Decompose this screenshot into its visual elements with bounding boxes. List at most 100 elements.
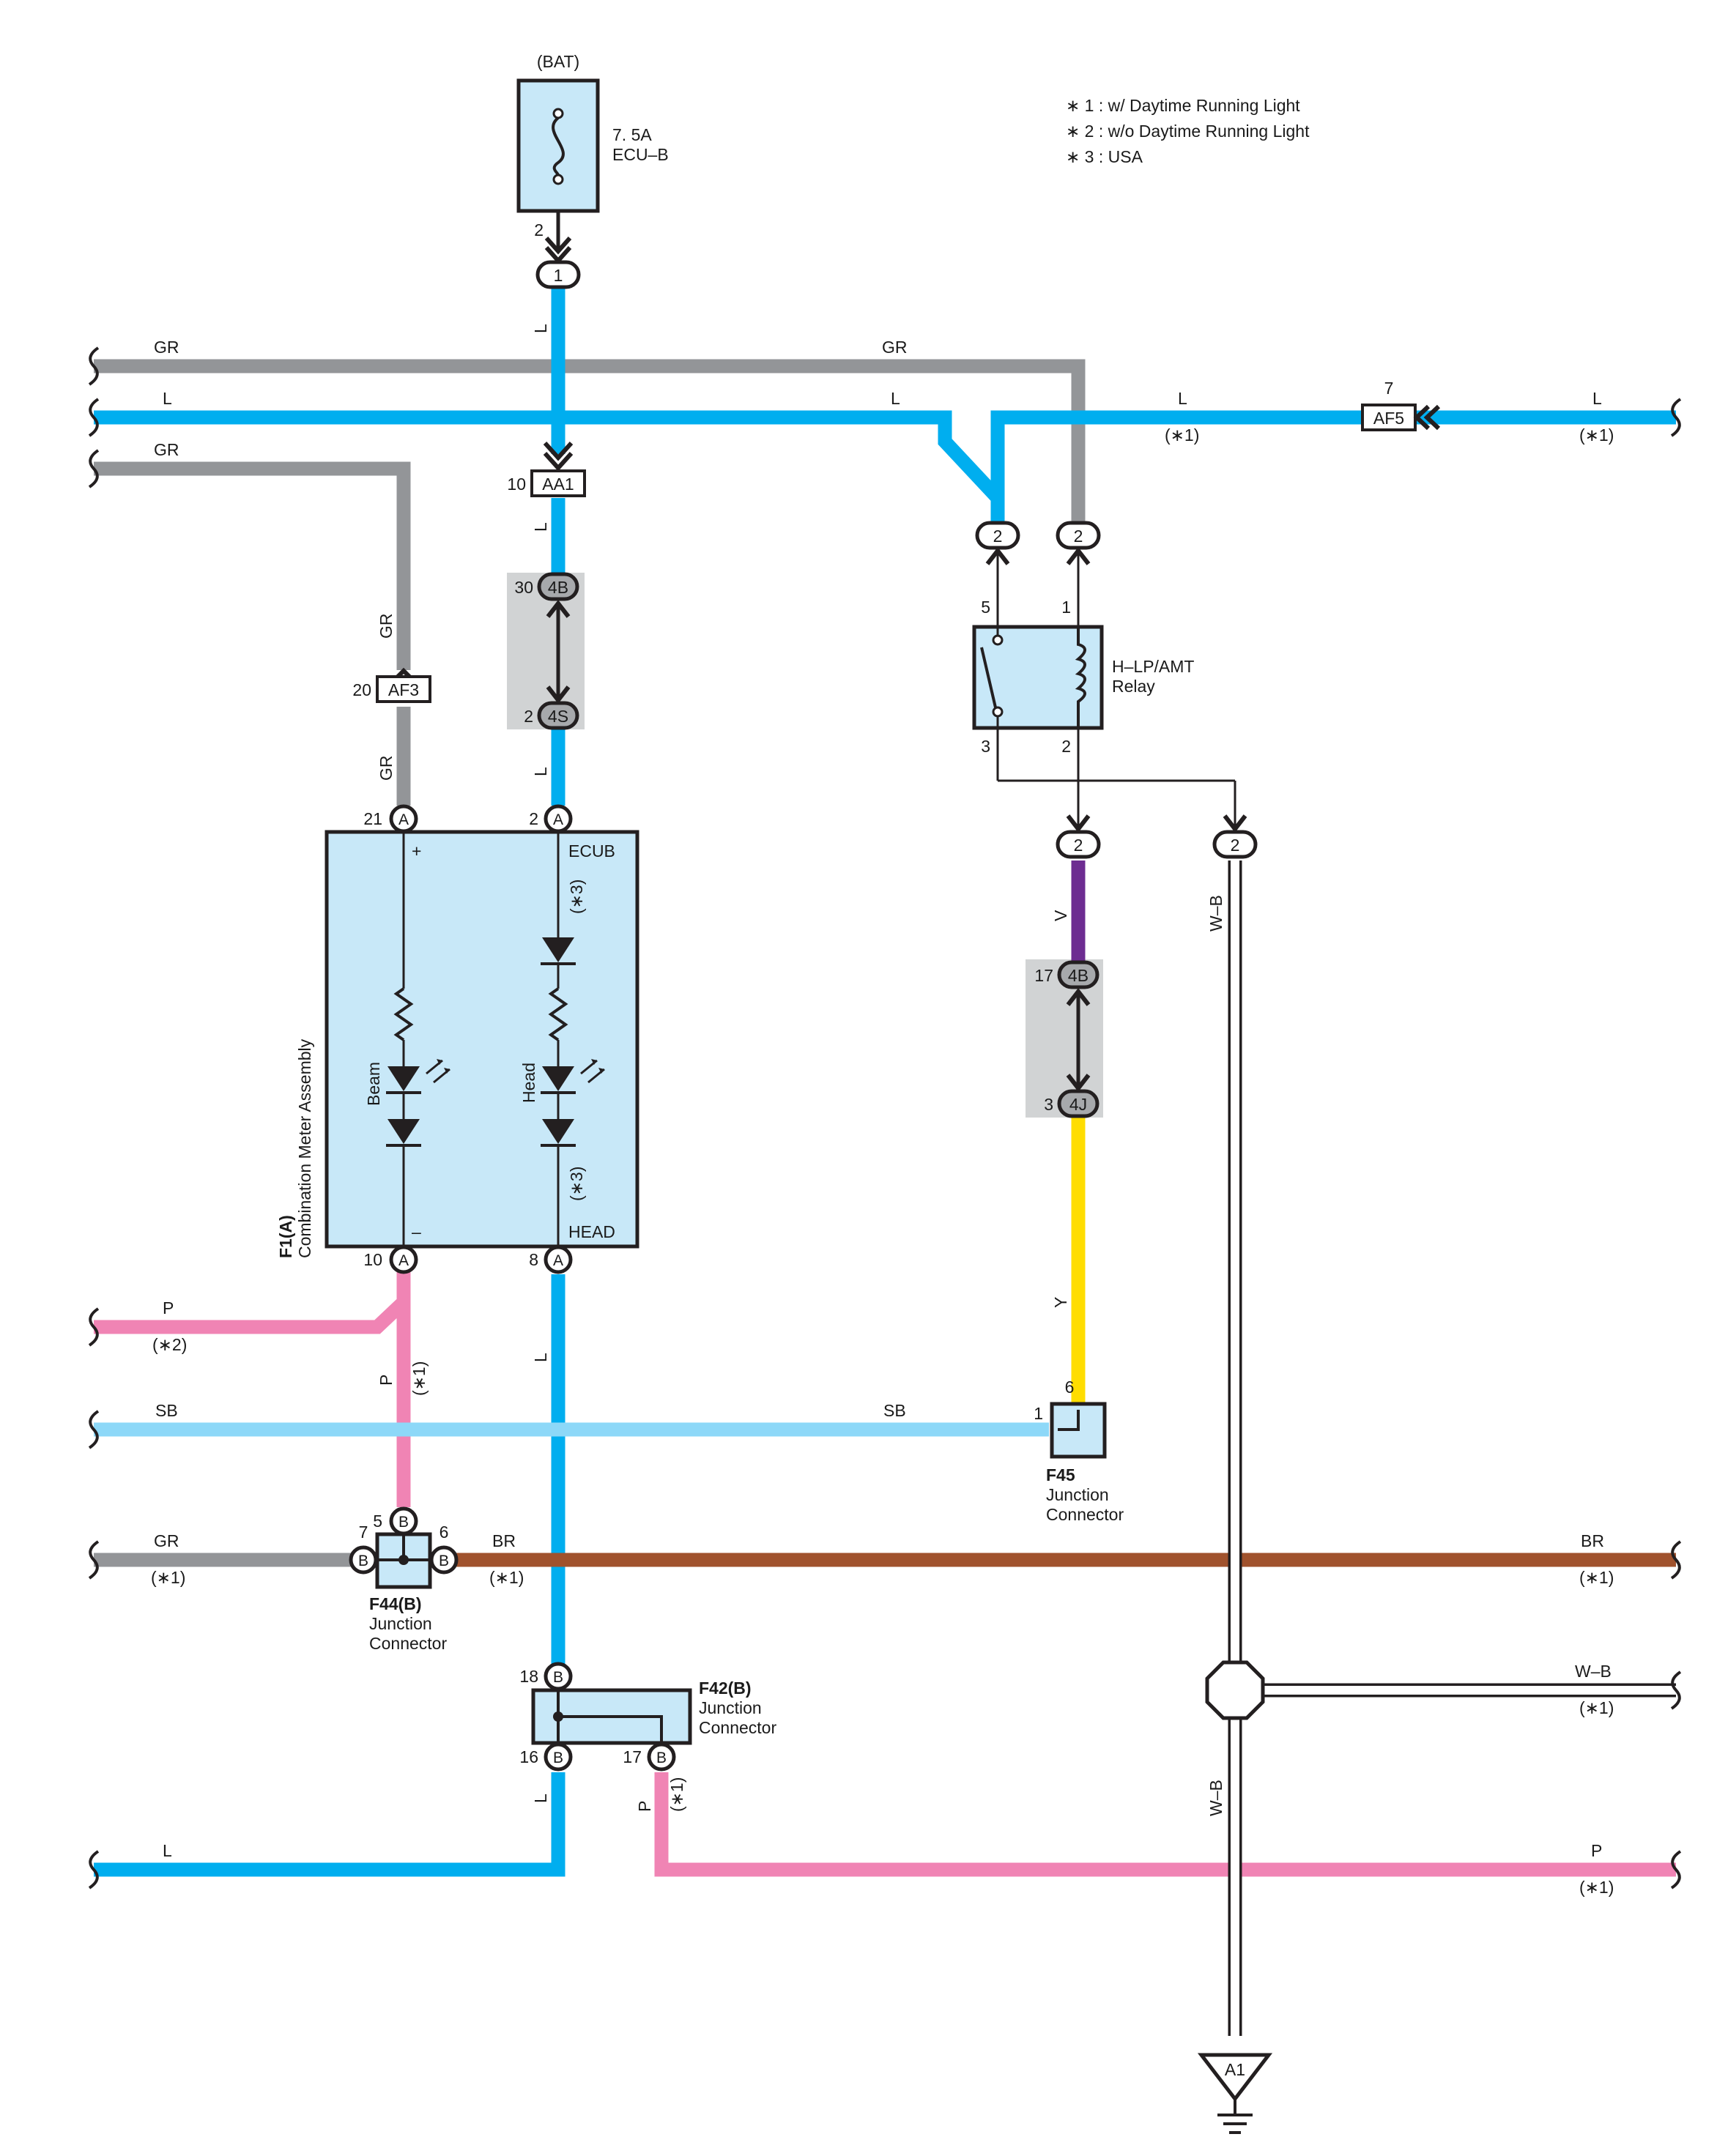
relay-conn-v: 2 xyxy=(1074,836,1083,855)
meter-pin-letter-2: A xyxy=(553,811,563,828)
lbl-y: Y xyxy=(1051,1297,1070,1308)
lbl-l-v4: L xyxy=(531,1353,550,1362)
aa1-name: AA1 xyxy=(542,475,574,494)
fuse-pin: 2 xyxy=(534,220,544,239)
f44-pin-5: 5 xyxy=(373,1512,382,1531)
f44-letter-6: B xyxy=(439,1553,449,1569)
note-2: ∗ 2 : w/o Daytime Running Light xyxy=(1066,122,1310,141)
lbl-wb-2: W–B xyxy=(1575,1662,1612,1681)
wire-p-lower xyxy=(654,1772,1676,1877)
lbl-sb-2: SB xyxy=(883,1401,906,1420)
c4b-top-pin: 30 xyxy=(514,578,533,597)
splice-wb xyxy=(1205,1660,1265,1720)
f45-sub: Connector xyxy=(1046,1505,1124,1524)
c4b-top-name: 4B xyxy=(548,578,568,597)
lbl-l-v3: L xyxy=(531,767,550,776)
meter-usa-bottom: (∗3) xyxy=(567,1167,586,1201)
wire-l-af5 xyxy=(990,410,1361,498)
wire-p-left xyxy=(94,1260,411,1334)
f42-pin-16: 16 xyxy=(519,1747,538,1766)
meter-head-label: Head xyxy=(519,1063,538,1103)
meter-pin-10: 10 xyxy=(363,1250,382,1269)
f42-letter-17: B xyxy=(656,1750,667,1766)
relay-pin-2: 2 xyxy=(1061,737,1071,756)
meter-name: Combination Meter Assembly xyxy=(295,1038,314,1258)
relay-pin-1: 1 xyxy=(1061,598,1071,617)
f45-name: Junction xyxy=(1046,1485,1109,1504)
lbl-l-5: L xyxy=(163,1841,172,1860)
c4s-pin: 2 xyxy=(524,707,533,726)
meter-pin-letter-10: A xyxy=(398,1252,409,1269)
fuse-name: ECU–B xyxy=(612,145,669,164)
f45-id: F45 xyxy=(1046,1465,1075,1484)
lbl-l-v2: L xyxy=(531,522,550,532)
connector-af3: AF3 20 xyxy=(352,667,431,703)
f42-pin-18: 18 xyxy=(519,1667,538,1686)
lbl-p-1-opt: (∗2) xyxy=(152,1335,187,1354)
f42-pin-17: 17 xyxy=(623,1747,642,1766)
junction-f42: B B B 18 16 17 F42(B) Junction Connector xyxy=(519,1662,776,1772)
c4s-name: 4S xyxy=(548,707,568,726)
f42-name: Junction xyxy=(699,1698,762,1717)
lbl-p-v2-opt: (∗1) xyxy=(667,1777,686,1812)
lbl-br-1-opt: (∗1) xyxy=(489,1568,524,1587)
meter-ecub: ECUB xyxy=(568,841,615,860)
ground-a1: A1 xyxy=(1197,2053,1273,2134)
lbl-gr-4: GR xyxy=(154,1531,179,1550)
lbl-l-v5: L xyxy=(531,1793,550,1803)
meter-pin-21: 21 xyxy=(363,809,382,828)
note-3: ∗ 3 : USA xyxy=(1066,147,1143,166)
wire-gr-top xyxy=(94,359,1086,524)
lbl-v: V xyxy=(1051,910,1070,921)
lbl-p-v-opt: (∗1) xyxy=(409,1361,429,1396)
relay-name: H–LP/AMT xyxy=(1112,657,1194,676)
fuse-ecu-b: (BAT) 7. 5A ECU–B 2 1 xyxy=(516,52,669,289)
c4b-v-name: 4B xyxy=(1068,966,1089,985)
af3-pin: 20 xyxy=(352,680,371,699)
combination-meter: A A 21 2 A A 10 8 + – ECUB HEAD xyxy=(276,804,639,1274)
lbl-p-2: P xyxy=(1591,1841,1602,1860)
wire-labels: GR GR L L L (∗1) L (∗1) GR L L L GR GR P… xyxy=(151,324,1614,1897)
lbl-l-1: L xyxy=(163,389,172,408)
af3-name: AF3 xyxy=(388,680,419,699)
meter-pin-2: 2 xyxy=(529,809,538,828)
lbl-l-v1: L xyxy=(531,324,550,333)
note-1: ∗ 1 : w/ Daytime Running Light xyxy=(1066,96,1300,115)
wb-conn: 2 xyxy=(1231,836,1240,855)
relay-conn-out: 2 xyxy=(1074,527,1083,546)
relay-sub: Relay xyxy=(1112,677,1155,696)
lbl-br-2-opt: (∗1) xyxy=(1579,1568,1614,1587)
lbl-br-1: BR xyxy=(492,1531,516,1550)
lbl-gr-1: GR xyxy=(154,338,179,357)
lbl-l-4: L xyxy=(1592,389,1602,408)
f45-pin-6: 6 xyxy=(1065,1378,1075,1397)
relay-conn-in: 2 xyxy=(993,527,1003,546)
lbl-p-1: P xyxy=(163,1298,174,1317)
junction-f45: 6 1 F45 Junction Connector xyxy=(1034,1378,1124,1524)
f42-letter-16: B xyxy=(553,1750,563,1766)
f44-pin-6: 6 xyxy=(440,1523,449,1542)
fuse-rating: 7. 5A xyxy=(612,125,652,144)
lbl-gr-4-opt: (∗1) xyxy=(151,1568,185,1587)
f44-id: F44(B) xyxy=(369,1594,422,1613)
c4j-name: 4J xyxy=(1069,1095,1087,1114)
c4j-pin: 3 xyxy=(1044,1095,1053,1114)
meter-pin-letter-21: A xyxy=(398,811,409,828)
fuse-source: (BAT) xyxy=(537,52,579,71)
meter-id: F1(A) xyxy=(276,1215,295,1258)
relay-pin-5: 5 xyxy=(981,598,990,617)
lbl-br-2: BR xyxy=(1581,1531,1604,1550)
lbl-p-v: P xyxy=(377,1375,396,1386)
connector-4b-4j: 4B 17 4J 3 xyxy=(1034,960,1099,1118)
meter-head: HEAD xyxy=(568,1222,615,1241)
meter-pin-letter-8: A xyxy=(553,1252,563,1269)
legend-notes: ∗ 1 : w/ Daytime Running Light ∗ 2 : w/o… xyxy=(1066,96,1310,166)
f42-sub: Connector xyxy=(699,1718,776,1737)
ground-name: A1 xyxy=(1225,2060,1245,2079)
f44-sub: Connector xyxy=(369,1634,447,1653)
junction-f44: B B B 5 7 6 F44(B) Junction Connector xyxy=(349,1506,459,1653)
wire-wb xyxy=(1228,860,1676,2036)
f42-letter-18: B xyxy=(553,1669,563,1686)
f44-pin-7: 7 xyxy=(359,1523,368,1542)
